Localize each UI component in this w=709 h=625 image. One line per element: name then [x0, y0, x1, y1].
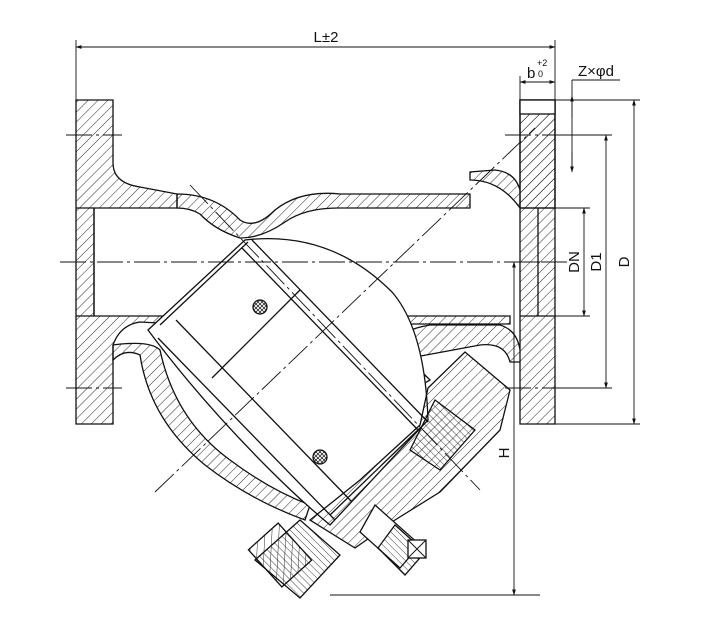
- flange-diameter-label: D: [616, 256, 633, 267]
- height-label: H: [496, 448, 513, 459]
- cover-and-plug: [247, 351, 511, 599]
- screen-basket: [147, 237, 429, 526]
- flange-thickness-label: b: [527, 65, 535, 82]
- tolerance-zero-label: 0: [538, 69, 543, 79]
- dimension-lines: [75, 40, 640, 596]
- left-flange: [75, 99, 178, 425]
- bolt-circle-label: D1: [588, 252, 605, 271]
- center-lines: [60, 127, 582, 493]
- nominal-diameter-label: DN: [566, 251, 583, 273]
- length-label: L±2: [314, 29, 339, 46]
- dimension-labels: L±2 b +2 0 Z×φd DN D1 D H: [314, 29, 633, 458]
- tolerance-plus-label: +2: [537, 58, 547, 68]
- bolt-holes-label: Z×φd: [578, 63, 614, 80]
